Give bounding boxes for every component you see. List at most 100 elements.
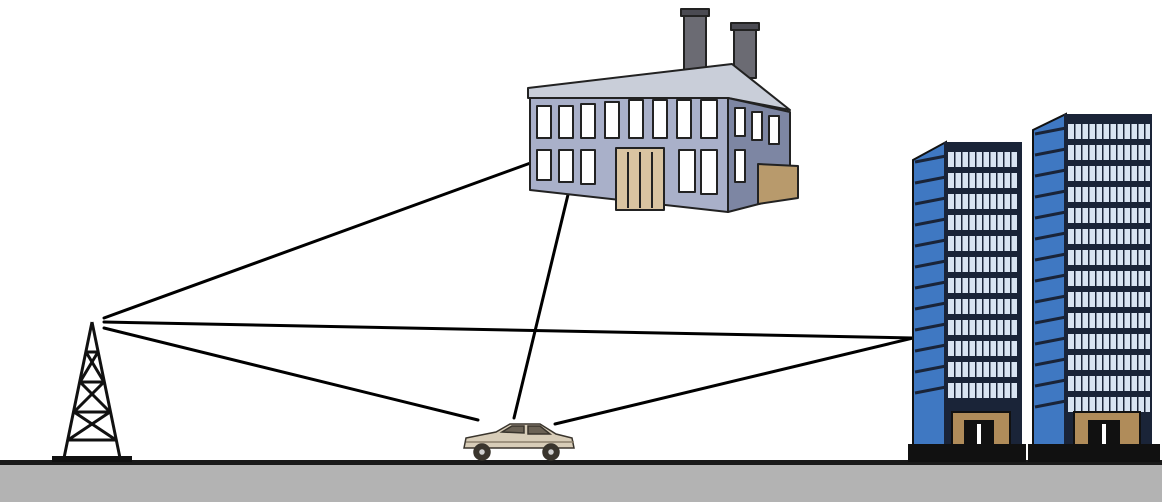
window-mullion <box>1144 292 1146 307</box>
window-mullion <box>1102 355 1104 370</box>
window-mullion <box>1074 334 1076 349</box>
window-mullion <box>1116 313 1118 328</box>
side-floor-line <box>1034 210 1067 220</box>
window-mullion <box>975 341 977 356</box>
window-mullion <box>1123 271 1125 286</box>
window-mullion <box>996 236 998 251</box>
window-mullion <box>954 320 956 335</box>
window-mullion <box>968 383 970 398</box>
side-floor-line <box>914 154 947 164</box>
window-mullion <box>1130 397 1132 412</box>
window-mullion <box>1095 187 1097 202</box>
office-tower-right <box>1028 112 1160 462</box>
window-mullion <box>975 215 977 230</box>
window-mullion <box>1102 376 1104 391</box>
window-mullion <box>1010 341 1012 356</box>
window-mullion <box>1017 257 1019 272</box>
window-mullion <box>1109 166 1111 181</box>
window-mullion <box>1003 320 1005 335</box>
window-mullion <box>1074 187 1076 202</box>
window-mullion <box>996 215 998 230</box>
window-mullion <box>954 236 956 251</box>
window-mullion <box>1088 166 1090 181</box>
window-mullion <box>954 341 956 356</box>
factory-icon <box>527 8 799 213</box>
window-mullion <box>1109 124 1111 139</box>
window-mullion <box>1130 376 1132 391</box>
window-mullion <box>1017 215 1019 230</box>
window-mullion <box>996 257 998 272</box>
factory-windows <box>536 99 780 195</box>
window-mullion <box>1081 397 1083 412</box>
window-mullion <box>1137 334 1139 349</box>
window-mullion <box>989 383 991 398</box>
signal-paths <box>102 143 915 426</box>
side-floor-line <box>914 259 947 269</box>
window-mullion <box>1102 145 1104 160</box>
window-mullion <box>1144 397 1146 412</box>
side-floor-line <box>914 175 947 185</box>
window-mullion <box>968 173 970 188</box>
window-mullion <box>1130 229 1132 244</box>
window-mullion <box>1102 250 1104 265</box>
window-mullion <box>1010 320 1012 335</box>
window-mullion <box>1088 250 1090 265</box>
side-floor-line <box>1034 357 1067 367</box>
window-mullion <box>1081 292 1083 307</box>
window-mullion <box>1116 292 1118 307</box>
window-mullion <box>954 215 956 230</box>
window-mullion <box>1003 383 1005 398</box>
window-mullion <box>1137 229 1139 244</box>
path-tower-to-buildings <box>102 320 915 340</box>
window-mullion <box>1144 145 1146 160</box>
window-mullion <box>1088 292 1090 307</box>
window-mullion <box>1123 355 1125 370</box>
window-mullion <box>1123 397 1125 412</box>
window-mullion <box>1144 229 1146 244</box>
window-mullion <box>1144 376 1146 391</box>
window-mullion <box>975 278 977 293</box>
side-floor-line <box>1034 294 1067 304</box>
window-mullion <box>1088 334 1090 349</box>
window-mullion <box>1116 208 1118 223</box>
window-mullion <box>982 173 984 188</box>
window-mullion <box>961 278 963 293</box>
window-mullion <box>1137 271 1139 286</box>
window-mullion <box>1102 292 1104 307</box>
window-mullion <box>1137 250 1139 265</box>
window-mullion <box>1102 166 1104 181</box>
side-floor-line <box>1034 378 1067 388</box>
window-mullion <box>1095 145 1097 160</box>
window-mullion <box>1116 187 1118 202</box>
window-mullion <box>1017 383 1019 398</box>
window-mullion <box>1088 313 1090 328</box>
window-mullion <box>1123 187 1125 202</box>
window-mullion <box>1010 362 1012 377</box>
window-mullion <box>1017 236 1019 251</box>
window-mullion <box>1088 397 1090 412</box>
window-mullion <box>1144 124 1146 139</box>
window-mullion <box>968 278 970 293</box>
window-mullion <box>982 257 984 272</box>
window-mullion <box>1010 173 1012 188</box>
window-mullion <box>1081 271 1083 286</box>
window-mullion <box>1010 152 1012 167</box>
window-mullion <box>1095 355 1097 370</box>
window-mullion <box>1003 257 1005 272</box>
window-mullion <box>982 299 984 314</box>
window-mullion <box>1074 229 1076 244</box>
side-floor-line <box>1034 273 1067 283</box>
window-mullion <box>1137 355 1139 370</box>
window-mullion <box>996 278 998 293</box>
window-mullion <box>975 383 977 398</box>
window-mullion <box>1116 397 1118 412</box>
window-mullion <box>996 383 998 398</box>
window-mullion <box>1074 292 1076 307</box>
side-floor-line <box>914 280 947 290</box>
window-mullion <box>1088 145 1090 160</box>
side-floor-line <box>1034 399 1067 409</box>
window-mullion <box>1095 313 1097 328</box>
window-mullion <box>1081 187 1083 202</box>
window-mullion <box>1003 215 1005 230</box>
window-mullion <box>1137 187 1139 202</box>
